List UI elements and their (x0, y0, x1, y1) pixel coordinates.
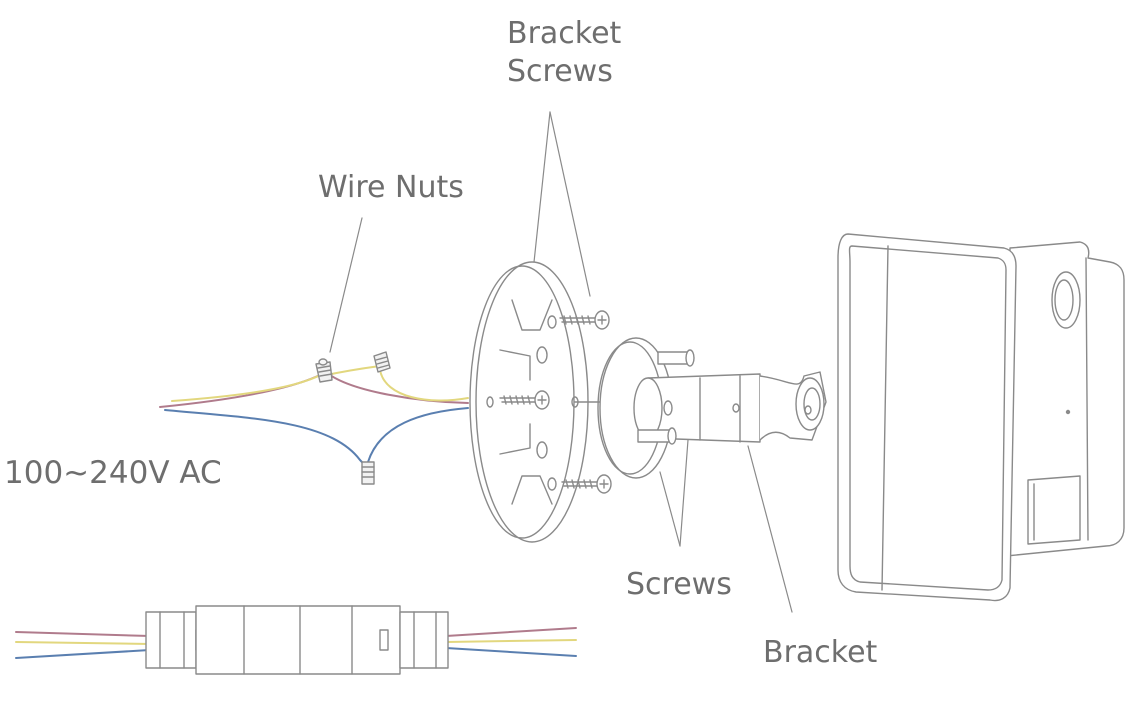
voltage-label: 100~240V AC (4, 455, 222, 491)
wire-nuts-label: Wire Nuts (318, 170, 464, 205)
bracket-screw-icon (561, 474, 612, 494)
screw-icon (637, 427, 677, 445)
bracket-screw-icon (559, 310, 610, 330)
house-wires (159, 365, 469, 477)
bracket-screws-label-line2: Screws (507, 54, 613, 89)
bracket-screws-label: Bracket Screws (507, 15, 621, 91)
wire-nut-icon (373, 351, 391, 373)
screw-icon (657, 349, 695, 367)
screws-label: Screws (626, 567, 732, 602)
bracket-label: Bracket (763, 635, 878, 670)
wire-nut-icon (361, 461, 375, 485)
bracket-screws-label-line1: Bracket (507, 16, 622, 51)
bracket-screw-icon (499, 390, 550, 410)
camera-housing (837, 233, 1125, 602)
bracket-arm (574, 337, 827, 479)
wire-nut-icon (315, 358, 333, 383)
waterproof-connector (15, 605, 577, 675)
